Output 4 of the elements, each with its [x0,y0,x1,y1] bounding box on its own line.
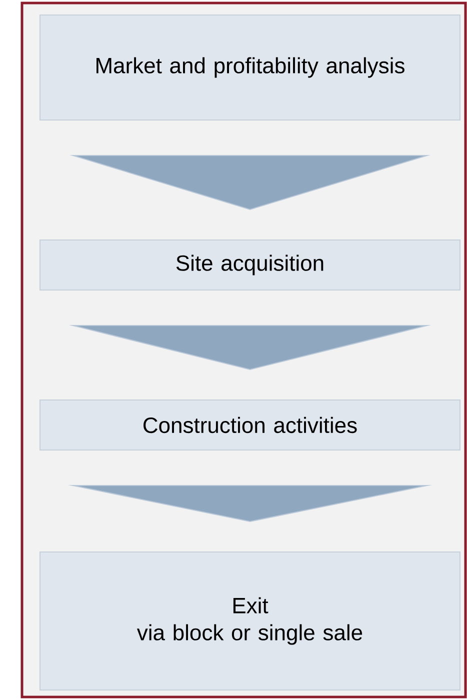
process-box: Site acquisition [40,240,460,290]
process-box: Market and profitability analysis [40,14,460,120]
process-box: Construction activities [40,400,460,450]
process-box: Exit via block or single sale [40,552,460,690]
